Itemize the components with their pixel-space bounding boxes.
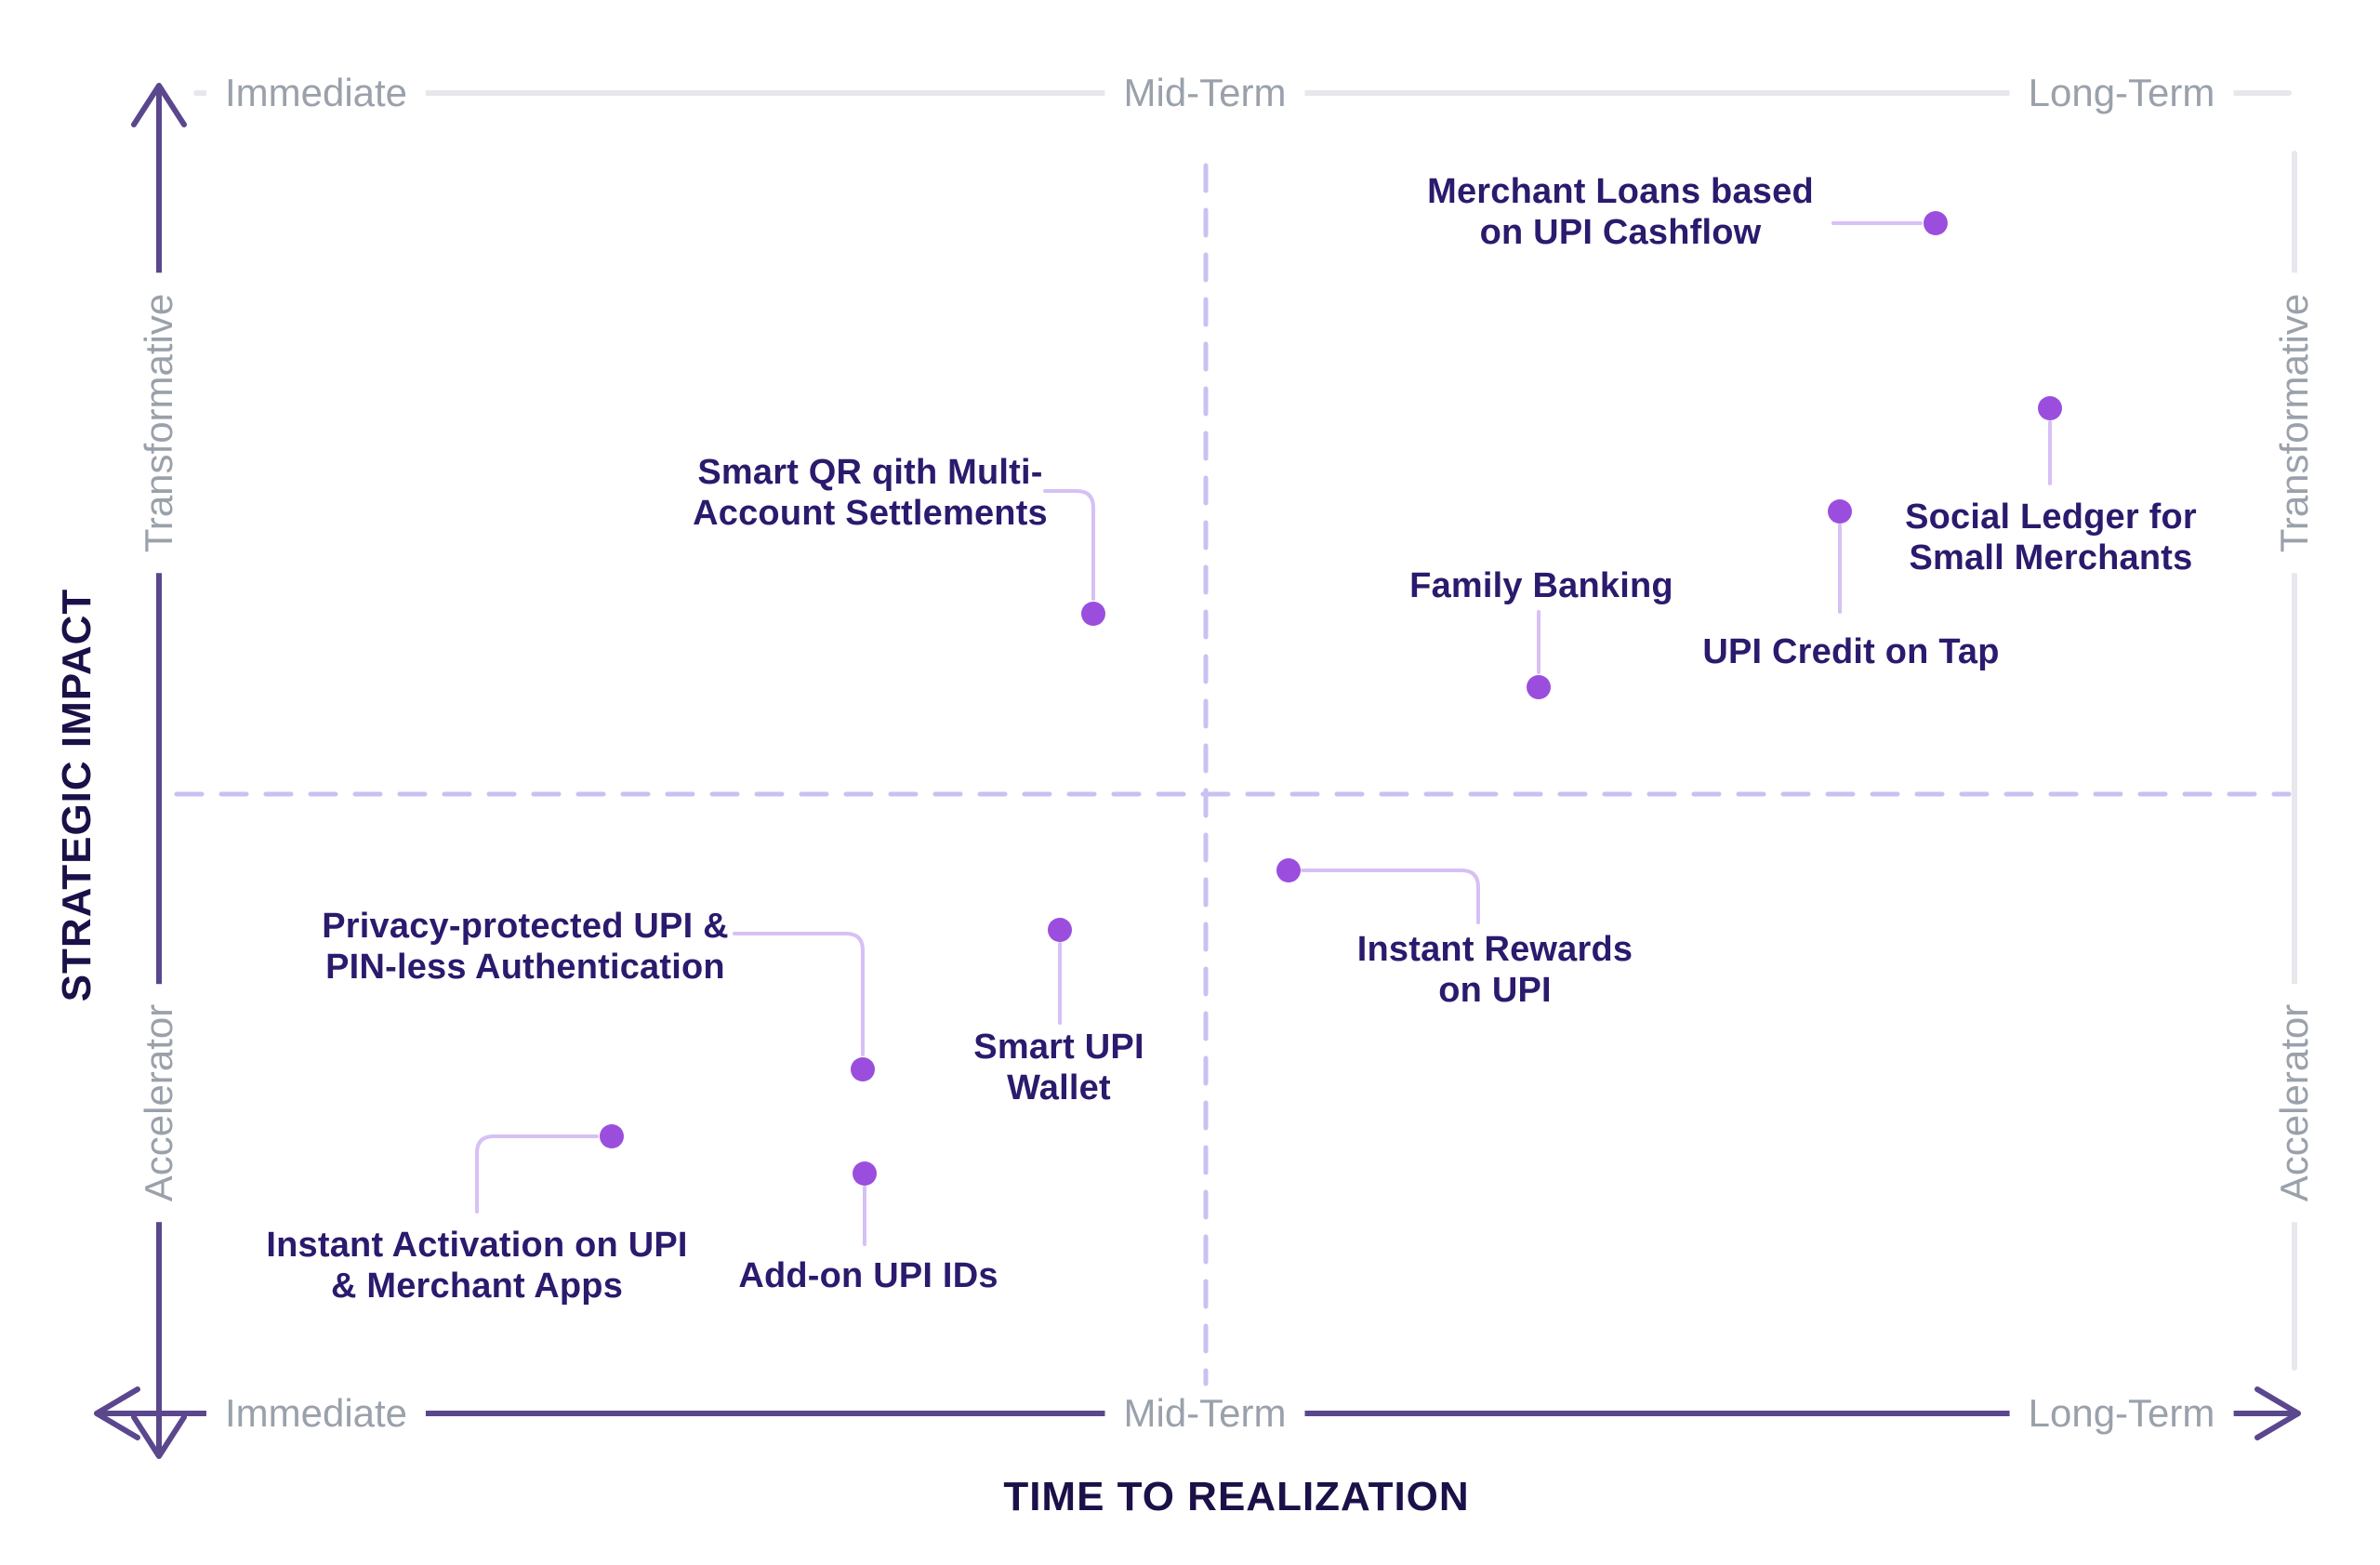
dot-instant-rewards-on-upi <box>1276 858 1301 882</box>
label-line: PIN-less Authentication <box>325 948 725 987</box>
label-family-banking: Family Banking <box>1409 565 1673 606</box>
dot-add-on-upi-ids <box>853 1161 877 1186</box>
y-tick-left-1: Accelerator <box>135 983 183 1223</box>
dot-smart-upi-wallet <box>1048 918 1072 942</box>
label-line: Add-on UPI IDs <box>738 1256 998 1295</box>
label-line: Account Settlements <box>693 494 1048 533</box>
y-tick-left-0: Transformative <box>135 272 183 574</box>
label-line: Merchant Loans based <box>1427 172 1814 211</box>
x-axis-arrow-left-icon <box>94 1386 140 1440</box>
label-smart-qr-multi-account-settlements: Smart QR qith Multi-Account Settlements <box>693 452 1048 534</box>
connector-privacy-protected-pinless-auth <box>733 932 865 1056</box>
x-tick-top-0: Immediate <box>205 69 427 117</box>
y-tick-right-1: Accelerator <box>2270 983 2319 1223</box>
label-line: Wallet <box>1007 1068 1111 1107</box>
connector-smart-qr-multi-account-settlements <box>1043 489 1095 601</box>
dot-upi-credit-on-tap <box>1828 499 1852 524</box>
label-line: Instant Rewards <box>1356 930 1633 969</box>
label-privacy-protected-pinless-auth: Privacy-protected UPI &PIN-less Authenti… <box>322 906 729 988</box>
connector-instant-rewards-on-upi <box>1301 869 1480 924</box>
y-axis-arrow-down-icon <box>131 1414 187 1459</box>
x-tick-top-1: Mid-Term <box>1104 69 1305 117</box>
x-tick-bottom-2: Long-Term <box>2009 1389 2234 1438</box>
label-line: Small Merchants <box>1909 538 2193 577</box>
y-axis-title: STRATEGIC IMPACT <box>54 588 99 1002</box>
dot-privacy-protected-pinless-auth <box>851 1057 875 1081</box>
label-upi-credit-on-tap: UPI Credit on Tap <box>1702 631 1999 672</box>
dot-instant-activation-upi-merchant-apps <box>600 1124 624 1148</box>
label-line: Smart QR qith Multi- <box>697 453 1043 492</box>
x-tick-bottom-0: Immediate <box>205 1389 427 1438</box>
label-line: Smart UPI <box>973 1028 1144 1067</box>
label-line: on UPI Cashflow <box>1479 213 1762 252</box>
dot-merchant-loans-upi-cashflow <box>1924 211 1948 235</box>
label-line: UPI Credit on Tap <box>1702 632 2000 671</box>
label-line: Instant Activation on UPI <box>266 1226 688 1265</box>
label-add-on-upi-ids: Add-on UPI IDs <box>738 1255 998 1296</box>
y-axis-arrow-up-icon <box>131 83 187 127</box>
label-instant-activation-upi-merchant-apps: Instant Activation on UPI& Merchant Apps <box>266 1225 687 1306</box>
label-line: on UPI <box>1438 971 1552 1010</box>
dot-social-ledger-small-merchants <box>2038 396 2062 420</box>
x-tick-bottom-1: Mid-Term <box>1104 1389 1305 1438</box>
y-tick-right-0: Transformative <box>2270 272 2319 574</box>
x-axis-arrow-right-icon <box>2254 1386 2301 1440</box>
connector-instant-activation-upi-merchant-apps <box>475 1134 599 1214</box>
label-line: Privacy-protected UPI & <box>322 907 729 946</box>
x-tick-top-2: Long-Term <box>2009 69 2234 117</box>
dot-smart-qr-multi-account-settlements <box>1081 602 1105 626</box>
dot-family-banking <box>1527 675 1551 699</box>
label-line: Social Ledger for <box>1905 497 2197 537</box>
x-axis-title: TIME TO REALIZATION <box>1003 1474 1470 1519</box>
label-line: Family Banking <box>1409 566 1673 605</box>
label-line: & Merchant Apps <box>330 1267 624 1306</box>
